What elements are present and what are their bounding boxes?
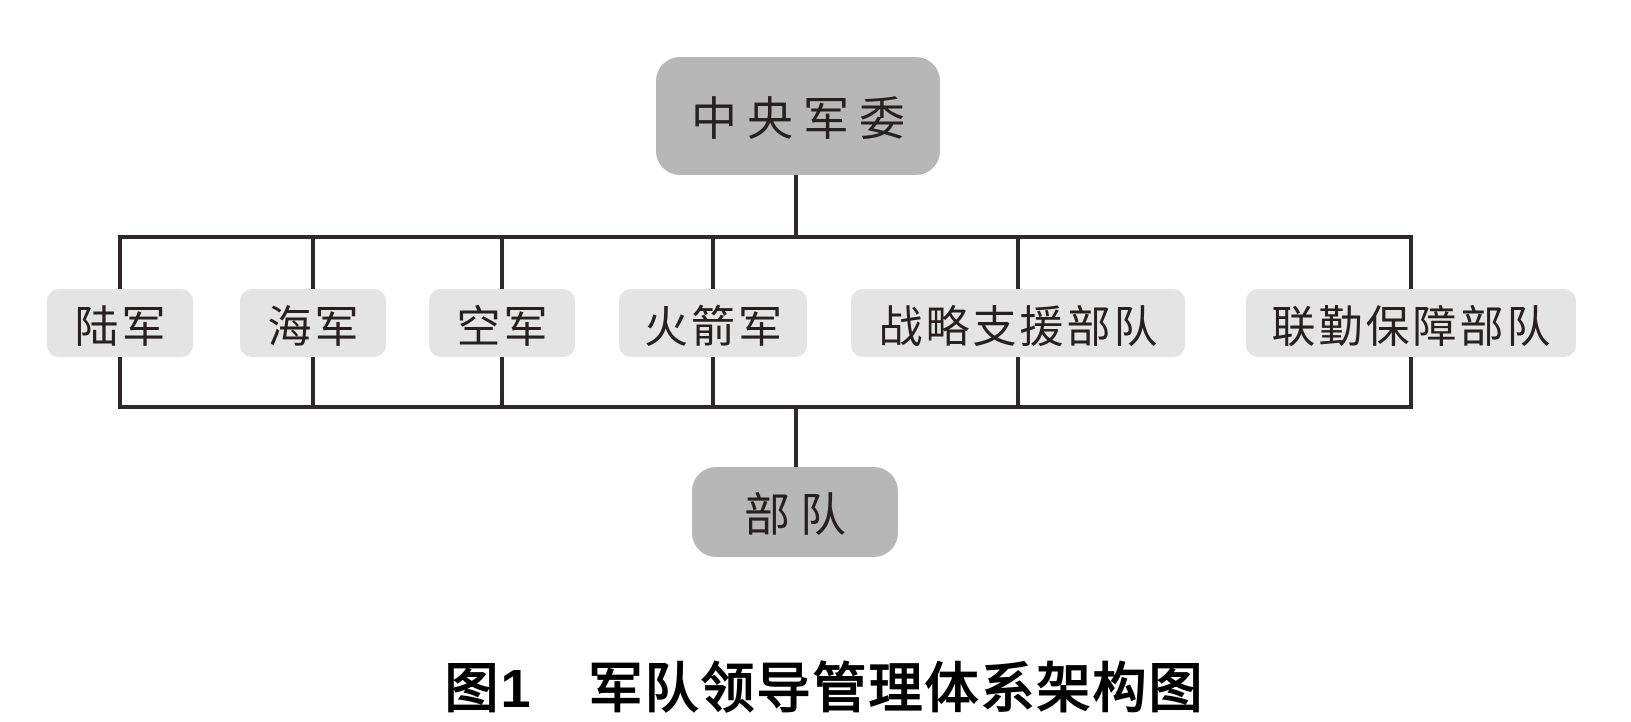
node-central-military-commission: 中央军委: [656, 57, 940, 175]
node-troops: 部队: [692, 467, 898, 557]
node-army: 陆军: [47, 289, 193, 357]
node-rocket-force: 火箭军: [619, 289, 807, 357]
node-strategic-support-force: 战略支援部队: [851, 289, 1185, 357]
connector-root-to-bus: [794, 173, 798, 239]
connector-top-bus: [118, 235, 1413, 239]
connector-bottom-bus: [118, 405, 1413, 409]
node-army-label: 陆军: [74, 303, 169, 352]
node-rocket-force-label: 火箭军: [644, 303, 785, 352]
node-joint-logistic-support-force-label: 联勤保障部队: [1271, 303, 1554, 352]
figure-caption: 图1 军队领导管理体系架构图: [444, 659, 1205, 719]
node-air-force-label: 空军: [456, 303, 551, 352]
node-troops-label: 部队: [744, 490, 856, 541]
node-air-force: 空军: [429, 289, 575, 357]
node-central-military-commission-label: 中央军委: [691, 94, 915, 145]
node-joint-logistic-support-force: 联勤保障部队: [1246, 289, 1576, 357]
node-strategic-support-force-label: 战略支援部队: [878, 303, 1161, 352]
node-navy-label: 海军: [267, 303, 362, 352]
connector-bus-to-troops: [794, 405, 798, 469]
node-navy: 海军: [240, 289, 386, 357]
